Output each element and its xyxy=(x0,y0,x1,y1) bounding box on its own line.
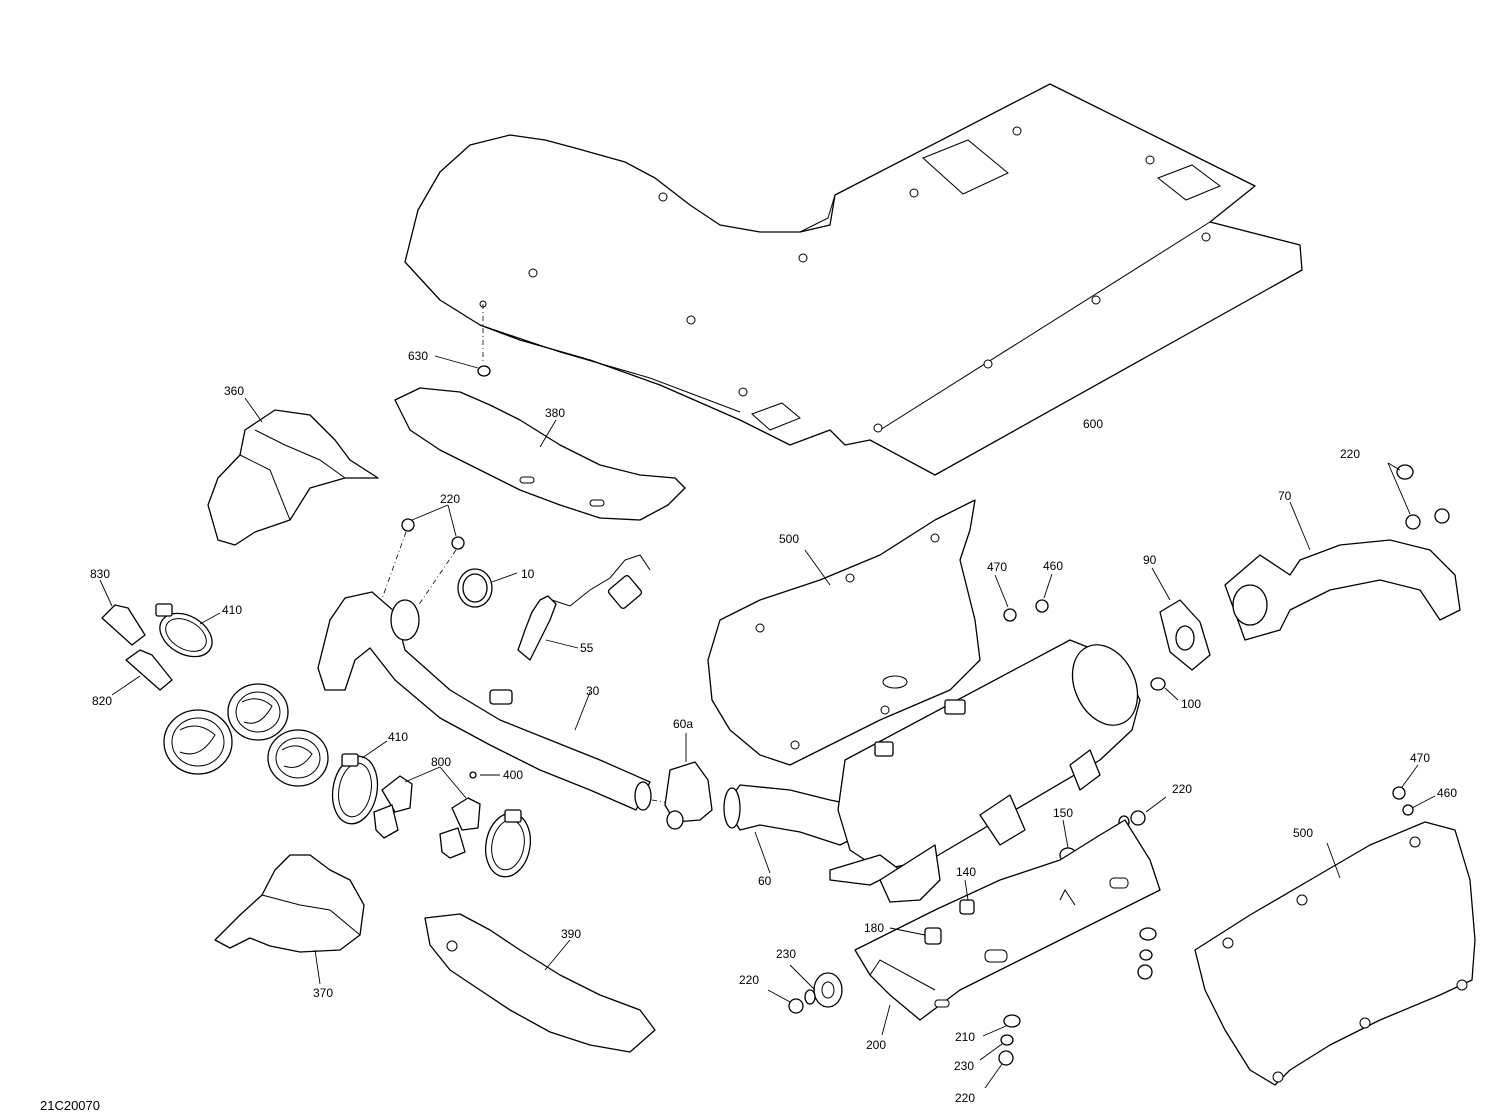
part-10-gasket xyxy=(457,568,518,608)
part-140-stud xyxy=(959,879,975,915)
callout-10: 10 xyxy=(521,567,535,581)
part-180-spacer xyxy=(889,927,942,945)
callout-360: 360 xyxy=(224,384,244,398)
part-800-clamp-pieces xyxy=(373,766,481,859)
callout-800: 800 xyxy=(431,755,451,769)
callout-70: 70 xyxy=(1278,489,1292,503)
callout-90: 90 xyxy=(1143,553,1157,567)
callout-180: 180 xyxy=(864,921,884,935)
callout-380: 380 xyxy=(545,406,565,420)
callout-460-a: 460 xyxy=(1043,559,1063,573)
part-460-washer-a xyxy=(1035,573,1053,613)
callout-60: 60 xyxy=(758,874,772,888)
part-460-washer-b xyxy=(1402,795,1436,816)
callout-220-c: 220 xyxy=(1172,782,1192,796)
callout-230-a: 230 xyxy=(776,947,796,961)
callout-30: 30 xyxy=(586,684,600,698)
part-230-grommet-b xyxy=(979,1034,1014,1061)
part-410-clamp-a xyxy=(155,603,221,658)
callout-220-d: 220 xyxy=(739,973,759,987)
part-360-heat-guard xyxy=(207,397,379,546)
part-470-bolt-a xyxy=(994,574,1017,622)
part-410-clamp-b xyxy=(331,740,388,825)
callout-220-a: 220 xyxy=(440,492,460,506)
callout-400: 400 xyxy=(503,768,523,782)
part-380-heat-sleeve xyxy=(394,387,686,521)
part-830-clamp-half xyxy=(99,579,146,646)
callout-470-b: 470 xyxy=(1410,751,1430,765)
part-30-header-pipe xyxy=(317,591,691,811)
part-500-muffler-shield-a xyxy=(707,499,981,766)
part-390-heat-sleeve xyxy=(424,913,656,1053)
part-220-nuts-a xyxy=(377,504,465,611)
callout-150: 150 xyxy=(1053,806,1073,820)
part-60a-clamp xyxy=(664,733,713,830)
callout-210: 210 xyxy=(955,1030,975,1044)
callout-410-a: 410 xyxy=(222,603,242,617)
part-220-nut-e xyxy=(984,1050,1014,1089)
callout-200: 200 xyxy=(866,1038,886,1052)
callout-600: 600 xyxy=(1083,417,1103,431)
callout-60a: 60a xyxy=(673,717,693,731)
callout-220-e: 220 xyxy=(955,1091,975,1105)
part-220-nuts-b xyxy=(1387,462,1450,530)
callout-390: 390 xyxy=(561,927,581,941)
callout-820: 820 xyxy=(92,694,112,708)
callout-500-b: 500 xyxy=(1293,826,1313,840)
callout-220-b: 220 xyxy=(1340,447,1360,461)
callout-100: 100 xyxy=(1181,697,1201,711)
callout-830: 830 xyxy=(90,567,110,581)
callout-370: 370 xyxy=(313,986,333,1000)
part-630-fastener xyxy=(434,304,491,377)
clamp-ring xyxy=(484,809,532,878)
callout-55: 55 xyxy=(580,641,594,655)
drawing-id: 21C20070 xyxy=(40,1098,100,1113)
part-100-bolt xyxy=(1150,677,1179,701)
part-400-screw xyxy=(469,771,500,779)
bracket-hardware xyxy=(1137,927,1157,980)
callout-460-b: 460 xyxy=(1437,786,1457,800)
callout-410-b: 410 xyxy=(388,730,408,744)
part-370-heat-guard xyxy=(214,854,365,985)
callout-labels: 600 630 360 380 220 10 55 30 830 410 820… xyxy=(90,349,1457,1105)
callout-500-a: 500 xyxy=(779,532,799,546)
part-470-bolt-b xyxy=(1392,764,1419,800)
part-220-nut-d xyxy=(767,989,804,1014)
part-90-gasket xyxy=(1151,567,1211,671)
muffler xyxy=(829,639,1141,903)
part-600-heat-shield xyxy=(404,83,1303,476)
callout-140: 140 xyxy=(956,865,976,879)
callout-470-a: 470 xyxy=(987,560,1007,574)
part-210-bolt xyxy=(982,1014,1021,1037)
part-230-grommet-a xyxy=(789,964,843,1008)
part-820-clamp-half xyxy=(111,649,173,696)
clamp-assembly xyxy=(163,683,329,787)
callout-630: 630 xyxy=(408,349,428,363)
part-55-oxygen-sensor xyxy=(517,554,651,661)
callout-230-b: 230 xyxy=(954,1059,974,1073)
part-200-bracket xyxy=(854,819,1161,1036)
part-500-muffler-shield-b xyxy=(1194,821,1476,1086)
part-70-tailpipe xyxy=(1224,501,1461,641)
